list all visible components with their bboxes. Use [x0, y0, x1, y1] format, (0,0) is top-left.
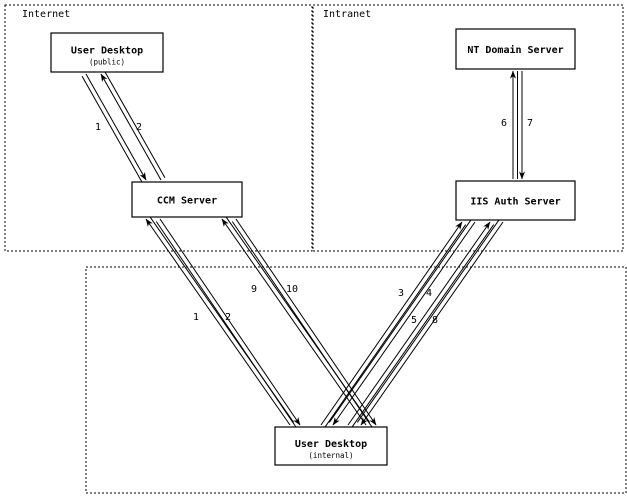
node-user-desktop-public[interactable]: User Desktop(public)	[50, 32, 164, 73]
zone-label-internet: Internet	[22, 9, 70, 20]
node-iis-auth-server[interactable]: IIS Auth Server	[455, 180, 576, 221]
flow-label-flow-1-public: 1	[95, 122, 101, 133]
flow-line-primary	[332, 221, 476, 426]
flow-line-primary	[85, 73, 147, 181]
flow-flow-7	[517, 71, 525, 180]
node-title-user-desktop-public: User Desktop	[71, 46, 143, 57]
flow-flow-9	[221, 216, 371, 426]
flow-line-secondary	[351, 224, 495, 428]
node-box-user-desktop-internal[interactable]	[274, 426, 388, 466]
node-title-nt-domain-server: NT Domain Server	[467, 44, 563, 56]
flow-line-primary	[145, 218, 291, 426]
flow-flow-5	[347, 221, 495, 428]
node-user-desktop-internal[interactable]: User Desktop(internal)	[274, 426, 388, 466]
flow-flow-3	[320, 221, 467, 428]
flows-layer	[81, 70, 525, 428]
node-box-nt-domain-server[interactable]	[455, 28, 576, 70]
node-ccm-server[interactable]: CCM Server	[131, 181, 243, 218]
flow-line-primary	[221, 218, 367, 426]
node-title-user-desktop-internal: User Desktop	[295, 439, 367, 450]
flow-line-secondary	[81, 75, 143, 183]
flow-flow-10	[231, 218, 377, 428]
flow-flow-6	[510, 70, 518, 179]
flow-line-primary	[159, 218, 301, 426]
flow-label-flow-2-internal: 2	[225, 312, 231, 323]
flow-line-secondary	[104, 71, 166, 179]
node-subtitle-user-desktop-internal: (internal)	[308, 451, 353, 460]
zone-label-intranet: Intranet	[323, 9, 371, 20]
flow-line-primary	[100, 73, 162, 181]
flow-flow-8	[356, 219, 504, 426]
flow-label-flow-5: 5	[411, 315, 417, 326]
flow-labels-layer: 1 2 6 7 1 2 9 10 3 4 5 8	[95, 118, 533, 326]
node-title-iis-auth-server: IIS Auth Server	[470, 197, 560, 208]
flow-flow-4	[328, 219, 476, 426]
zones-layer: Internet Intranet	[4, 4, 627, 494]
zone-boundary-intranet	[312, 4, 624, 252]
flow-label-flow-7: 7	[527, 118, 533, 129]
flow-label-flow-3: 3	[398, 288, 404, 299]
flow-line-secondary	[356, 219, 500, 423]
flow-line-secondary	[155, 221, 297, 428]
flow-flow-2-internal	[155, 218, 301, 428]
node-title-ccm-server: CCM Server	[157, 196, 217, 207]
flow-line-primary	[320, 221, 463, 426]
flow-line-primary	[235, 218, 377, 426]
flow-label-flow-10: 10	[286, 284, 298, 295]
flow-line-primary	[347, 221, 491, 426]
flow-label-flow-4: 4	[426, 288, 432, 299]
flow-line-secondary	[328, 219, 472, 423]
node-box-iis-auth-server[interactable]	[455, 180, 576, 221]
flow-label-flow-9: 9	[251, 284, 257, 295]
flow-flow-2-public	[100, 71, 166, 181]
flow-label-flow-8: 8	[432, 315, 438, 326]
node-subtitle-user-desktop-public: (public)	[89, 58, 125, 67]
node-box-ccm-server[interactable]	[131, 181, 243, 218]
flow-line-primary	[360, 221, 504, 426]
flow-label-flow-2-public: 2	[136, 122, 142, 133]
flow-label-flow-1-internal: 1	[193, 312, 199, 323]
flow-flow-1-public	[81, 73, 147, 183]
flow-label-flow-6: 6	[501, 118, 507, 129]
zone-boundary-internet	[4, 4, 313, 252]
flow-flow-1-internal	[145, 216, 295, 426]
node-box-user-desktop-public[interactable]	[50, 32, 164, 73]
zone-boundary-internal-lan	[85, 266, 627, 494]
flow-line-secondary	[231, 221, 373, 428]
flow-line-secondary	[324, 224, 467, 428]
node-nt-domain-server[interactable]: NT Domain Server	[455, 28, 576, 70]
